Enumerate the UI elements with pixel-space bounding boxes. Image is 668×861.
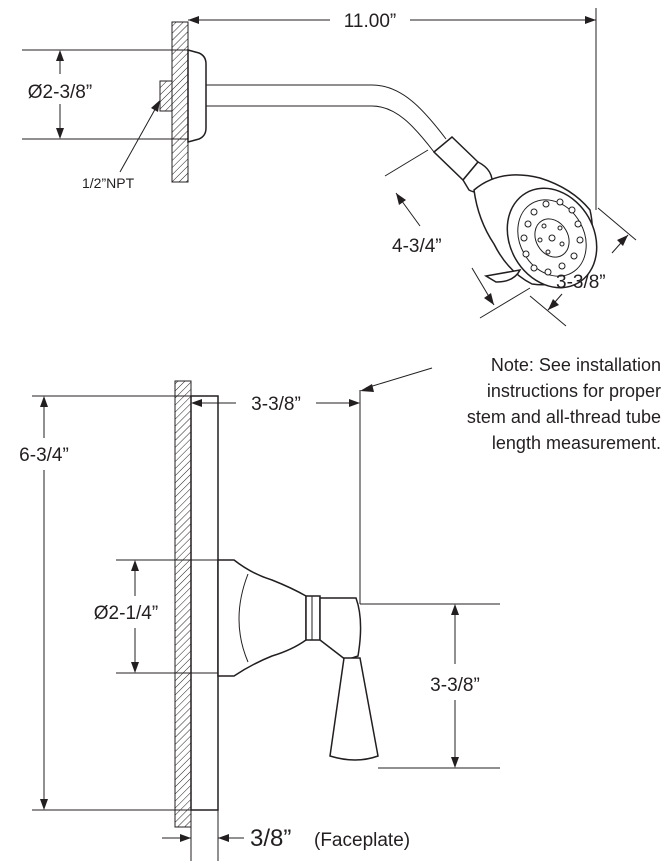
spray-nozzles: [520, 198, 584, 276]
flange-diameter-label: Ø2-3/8”: [28, 82, 92, 103]
arm-length-label: 11.00”: [344, 11, 396, 32]
thread-size-label: 1/2”NPT: [82, 175, 135, 191]
handle-escutcheon: [217, 559, 307, 677]
spray-selector-tab: [483, 269, 522, 283]
trim-projection-label: 3-3/8”: [251, 394, 301, 415]
escutcheon-diameter-label: Ø2-1/4”: [94, 603, 158, 624]
dimensions-top: [22, 8, 637, 327]
handle-lever: [329, 657, 379, 761]
faceplate-label: (Faceplate): [314, 830, 410, 851]
wall-section-top: [171, 21, 189, 183]
arm-flange: [187, 49, 207, 143]
shower-arm-assembly: [159, 21, 598, 289]
valve-trim-assembly: [174, 380, 379, 828]
plate-height-label: 6-3/4”: [19, 445, 69, 466]
handle-height-label: 3-3/8”: [430, 675, 480, 696]
shower-arm-tube: [206, 84, 447, 140]
note-line-1: Note: See installation: [491, 355, 661, 375]
wall-section-bottom: [174, 380, 192, 828]
handle-stem: [305, 595, 321, 641]
note-line-2: instructions for proper: [487, 381, 661, 401]
faceplate-thickness-label: 3/8”: [250, 825, 291, 852]
npt-thread: [159, 80, 173, 112]
head-projection-label: 4-3/4”: [392, 236, 442, 257]
note-line-3: stem and all-thread tube: [467, 407, 661, 427]
head-diameter-label: 3-3/8”: [556, 272, 606, 293]
handle-hub: [319, 597, 362, 661]
note-line-4: length measurement.: [492, 433, 661, 453]
dimensions-bottom: [32, 367, 500, 861]
faceplate: [190, 395, 219, 811]
